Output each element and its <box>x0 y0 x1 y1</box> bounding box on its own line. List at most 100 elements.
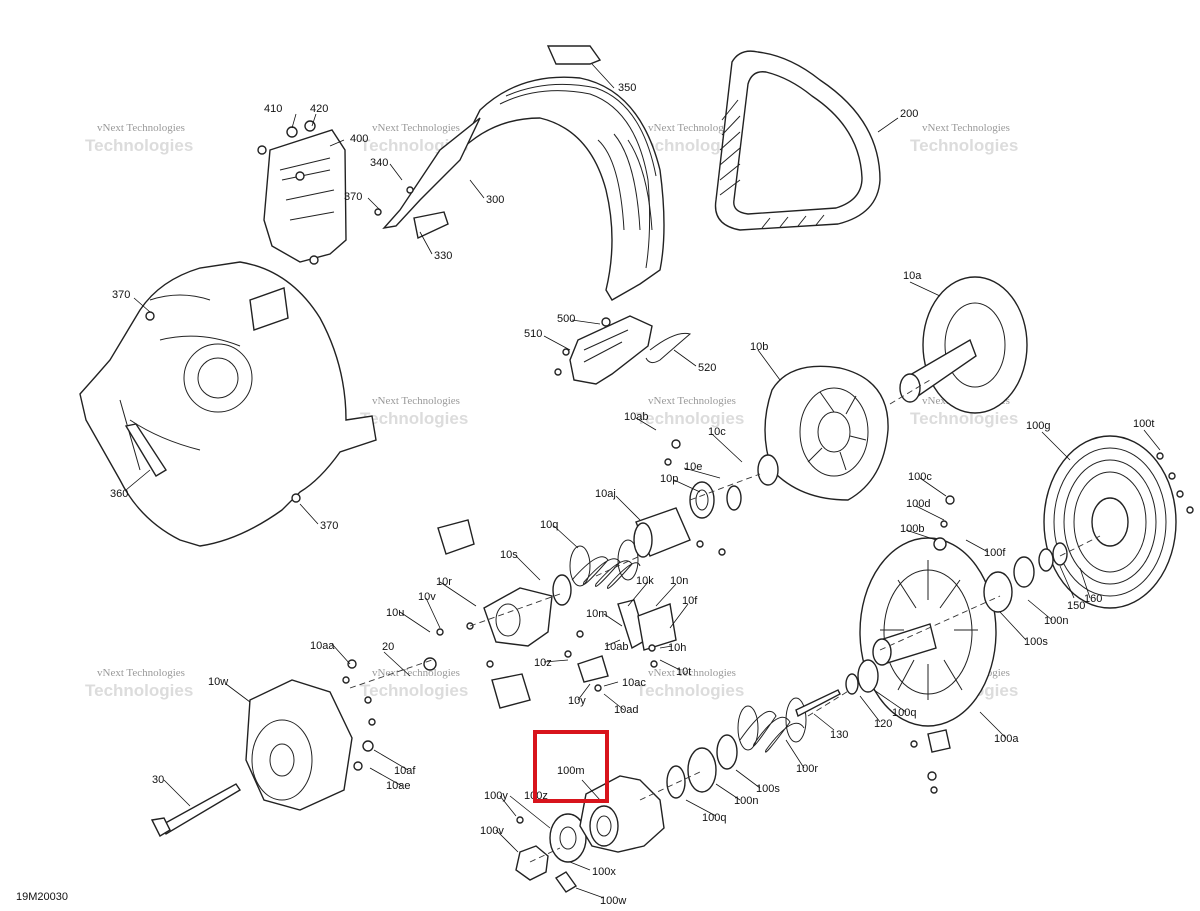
callout-label: 100b <box>900 523 924 535</box>
watermark: vNext Technologies <box>372 667 460 679</box>
bushing-10aj <box>633 507 691 558</box>
watermark: vNext Technologies <box>648 667 736 679</box>
watermark: Technologies <box>636 681 744 700</box>
callout-label: 20 <box>382 641 394 653</box>
nut-100v <box>515 845 549 881</box>
callout-label: 510 <box>524 328 542 340</box>
watermark: vNext Technologies <box>648 395 736 407</box>
watermark: Technologies <box>636 409 744 428</box>
lever-10f <box>637 603 677 651</box>
callout-label: 150 <box>1067 600 1085 612</box>
drive-pulley-movable-half <box>764 365 889 501</box>
callout-label: 10s <box>500 549 518 561</box>
callout-label: 100x <box>592 866 616 878</box>
watermark: Technologies <box>360 681 468 700</box>
callout-label: 370 <box>112 289 130 301</box>
callout-label: 120 <box>874 718 892 730</box>
callout-label: 410 <box>264 103 282 115</box>
watermark: vNext Technologies <box>97 667 185 679</box>
callout-label: 30 <box>152 774 164 786</box>
callout-label: 10b <box>750 341 768 353</box>
callout-label: 360 <box>110 488 128 500</box>
callout-label: 370 <box>320 520 338 532</box>
inner-housing <box>79 261 377 547</box>
washer-160 <box>1052 542 1068 566</box>
washer-100z-hole <box>559 826 577 850</box>
bushing-100s-left <box>687 747 717 793</box>
callout-label: 10c <box>708 426 726 438</box>
callout-label: 10n <box>670 575 688 587</box>
ring-100q-left <box>666 765 686 799</box>
callout-label: 500 <box>557 313 575 325</box>
callout-label: 300 <box>486 194 504 206</box>
leader-lines <box>125 63 1161 899</box>
callout-label: 10f <box>682 595 698 607</box>
ring-120 <box>845 673 859 695</box>
callout-label: 10ab <box>624 411 648 423</box>
callout-label: 400 <box>350 133 368 145</box>
callout-label: 160 <box>1084 593 1102 605</box>
callout-label: 340 <box>370 157 388 169</box>
bracket-500 <box>569 315 692 385</box>
lever-assembly-upper <box>437 519 475 555</box>
callout-label: 10w <box>208 676 228 688</box>
watermark: Technologies <box>910 409 1018 428</box>
highlight-box <box>533 730 609 803</box>
callout-label: 100v <box>480 825 504 837</box>
callout-label: 100g <box>1026 420 1050 432</box>
callout-label: 100t <box>1133 418 1154 430</box>
drive-belt <box>714 50 881 231</box>
bracket-400 <box>257 120 347 265</box>
assembly-center-lines <box>349 379 1101 863</box>
washer-10p-hole <box>695 489 709 511</box>
bolt-30 <box>158 783 241 835</box>
callout-label: 100r <box>796 763 818 775</box>
callout-label: 100d <box>906 498 930 510</box>
callout-label: 10h <box>668 642 686 654</box>
callout-label: 10ad <box>614 704 638 716</box>
callout-label: 330 <box>434 250 452 262</box>
lever-assembly-lower <box>491 673 531 709</box>
callout-label: 10q <box>540 519 558 531</box>
cvt-cover <box>382 45 665 301</box>
callout-label: 100f <box>984 547 1006 559</box>
callout-label: 10k <box>636 575 654 587</box>
callout-label: 10y <box>568 695 586 707</box>
callout-label: 10ae <box>386 780 410 792</box>
callout-label: 10aj <box>595 488 616 500</box>
callout-label: 100q <box>702 812 726 824</box>
ring-10c <box>757 454 779 486</box>
bushing-100s-right <box>983 571 1013 613</box>
callout-label: 100c <box>908 471 932 483</box>
callout-label: 10u <box>386 607 404 619</box>
watermark: Technologies <box>636 136 744 155</box>
watermark: vNext Technologies <box>372 122 460 134</box>
callout-label: 10t <box>676 666 691 678</box>
clip-10e <box>726 485 742 511</box>
drive-pulley-fixed-half <box>899 276 1028 414</box>
callout-label: 100s <box>1024 636 1048 648</box>
callout-label: 130 <box>830 729 848 741</box>
bushing-100n-left <box>716 734 738 770</box>
slider-10y <box>577 655 609 683</box>
driven-pulley-movable-half <box>859 537 997 727</box>
callout-label: 10m <box>586 608 607 620</box>
washer-10p <box>689 481 715 519</box>
screw-100w <box>554 871 578 893</box>
watermark: Technologies <box>360 409 468 428</box>
ring-100q-right <box>857 659 879 693</box>
callout-label: 100w <box>600 895 626 906</box>
callout-label: 10e <box>684 461 702 473</box>
callout-label: 10r <box>436 576 452 588</box>
callout-label: 100s <box>756 783 780 795</box>
callout-label: 100y <box>484 790 508 802</box>
callout-label: 10ac <box>622 677 646 689</box>
callout-label: 10v <box>418 591 436 603</box>
callout-label: 100q <box>892 707 916 719</box>
callout-label: 200 <box>900 108 918 120</box>
bushing-10s <box>552 574 572 606</box>
callout-label: 10ab <box>604 641 628 653</box>
spring-10q <box>569 539 641 589</box>
bushing-100n-right <box>1013 556 1035 588</box>
